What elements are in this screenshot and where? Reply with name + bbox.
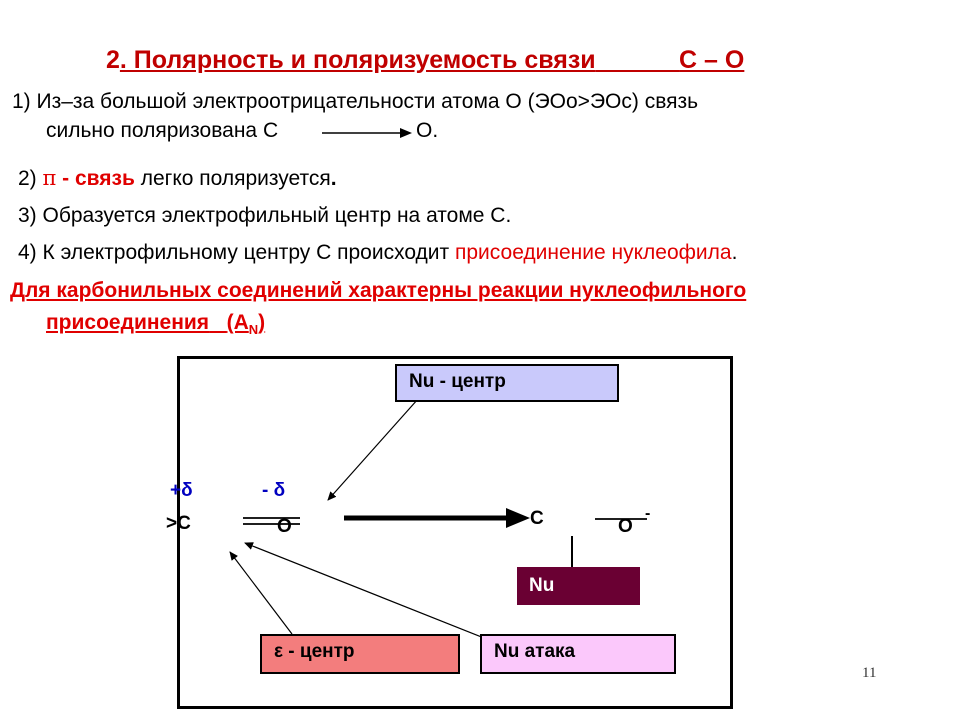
item-4-dot: . bbox=[731, 241, 738, 264]
title-bond: С – О bbox=[679, 46, 745, 74]
epsilon-center-box: ε - центр bbox=[260, 634, 460, 674]
item-2: 2) π - связь легко поляризуется. bbox=[18, 166, 337, 191]
product-oxygen: O bbox=[618, 516, 633, 537]
nu-center-box: Nu - центр bbox=[395, 364, 619, 402]
page-number: 11 bbox=[862, 665, 877, 681]
item-4-highlight: присоединение нуклеофила bbox=[455, 241, 732, 264]
product-charge: - bbox=[645, 505, 651, 522]
summary-line-2: присоединения (АN) bbox=[46, 311, 265, 337]
title-text: . Полярность и поляризуемость связи bbox=[119, 46, 596, 74]
summary-notation: (АN) bbox=[226, 311, 266, 338]
polarization-arrow bbox=[322, 128, 412, 138]
product-carbon: C bbox=[530, 508, 544, 529]
item-1-line-1: 1) Из–за большой электроотрицательности … bbox=[12, 90, 699, 113]
item-4: 4) К электрофильному центру С происходит… bbox=[18, 241, 737, 265]
pi-symbol: π bbox=[42, 166, 57, 190]
item-1-oxygen: О. bbox=[416, 119, 439, 142]
diagram-frame bbox=[177, 356, 733, 709]
item-3: 3) Образуется электрофильный центр на ат… bbox=[18, 204, 512, 227]
item-2-dot: . bbox=[330, 167, 337, 190]
nu-attack-box: Nu атака bbox=[480, 634, 676, 674]
delta-plus-label: +δ bbox=[170, 480, 193, 501]
item-2-bond: - связь bbox=[56, 167, 135, 190]
nu-group-box: Nu bbox=[517, 567, 640, 605]
item-4-text: 4) К электрофильному центру С происходит bbox=[18, 241, 455, 264]
item-2-rest: легко поляризуется bbox=[134, 167, 331, 190]
item-1-line-2: сильно поляризована С bbox=[46, 119, 278, 143]
summary-line-1: Для карбонильных соединений характерны р… bbox=[10, 279, 747, 302]
summary-term: присоединения bbox=[46, 311, 210, 334]
delta-minus-label: - δ bbox=[262, 480, 286, 501]
slide-title: 2. Полярность и поляризуемость связи С –… bbox=[106, 46, 744, 75]
title-number: 2 bbox=[106, 46, 120, 74]
reactant-oxygen: O bbox=[277, 516, 292, 537]
reactant-carbon: >C bbox=[166, 513, 191, 534]
item-1-text: сильно поляризована С bbox=[46, 119, 279, 142]
item-2-number: 2) bbox=[18, 167, 43, 190]
